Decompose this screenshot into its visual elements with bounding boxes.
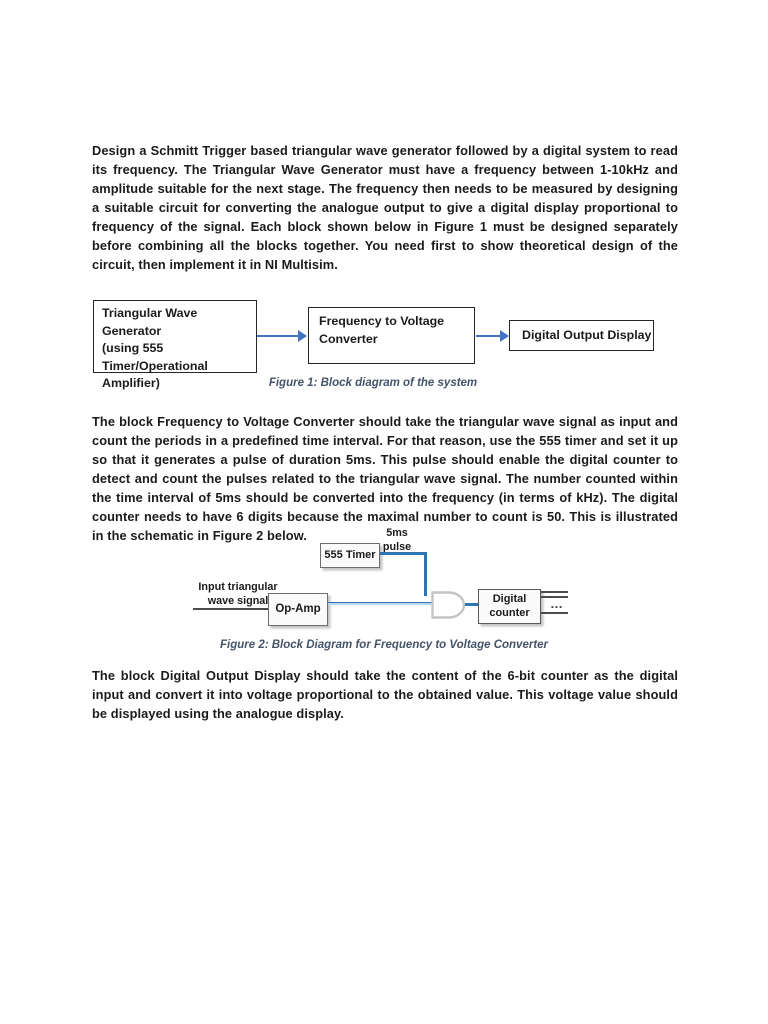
pulse-label-line: 5ms [386,527,408,539]
bus-line [541,596,568,598]
counter-box-line: Digital [492,593,527,605]
arrow-right-icon [257,330,307,342]
paragraph-display: The block Digital Output Display should … [92,668,678,721]
figure1-display-box: Digital Output Display [509,320,654,351]
generator-box-line: Amplifier) [102,376,160,390]
pulse-wire-horizontal [380,552,427,555]
pulse-label: 5ms pulse [373,527,421,554]
pulse-wire-vertical [424,552,427,596]
bus-line [541,591,568,593]
converter-box-line: Frequency to Voltage [319,314,445,328]
figure2-timer-box: 555 Timer [320,543,380,568]
generator-box-line: Triangular Wave Generator [102,306,198,338]
opamp-box-label: Op-Amp [275,602,321,615]
timer-box-label: 555 Timer [324,548,376,561]
figure1-generator-box: Triangular Wave Generator (using 555 Tim… [93,300,257,390]
arrow-shaft [257,335,299,337]
arrow-head [500,330,509,342]
paragraph-intro: Design a Schmitt Trigger based triangula… [92,143,678,272]
generator-box-line: Timer/Operational [102,358,208,373]
arrow-head [298,330,307,342]
generator-box-line: (using 555 [102,341,164,355]
figure2-opamp-box: Op-Amp [268,593,328,626]
converter-box-line: Converter [319,331,378,346]
bus-ellipsis: … [550,596,564,611]
bus-line [541,612,568,614]
input-label-line: wave signal [207,594,269,607]
paragraph-fvc: The block Frequency to Voltage Converter… [92,414,678,543]
gate-output-wire [465,603,479,606]
arrow-shaft [476,335,501,337]
and-gate-icon [430,590,467,620]
counter-box-line: counter [489,606,530,619]
arrow-right-icon [476,330,509,342]
figure1-converter-box: Frequency to Voltage Converter [308,307,475,364]
opamp-output-wire [328,602,436,606]
input-label-line: Input triangular [198,581,278,593]
display-box-label: Digital Output Display [522,327,652,342]
figure2-caption: Figure 2: Block Diagram for Frequency to… [219,639,549,651]
figure2-counter-box: Digital counter [478,589,541,624]
figure1-caption: Figure 1: Block diagram of the system [268,377,478,389]
input-wire [193,608,269,610]
pulse-label-line: pulse [382,540,412,553]
input-signal-label: Input triangular wave signal [198,581,278,608]
